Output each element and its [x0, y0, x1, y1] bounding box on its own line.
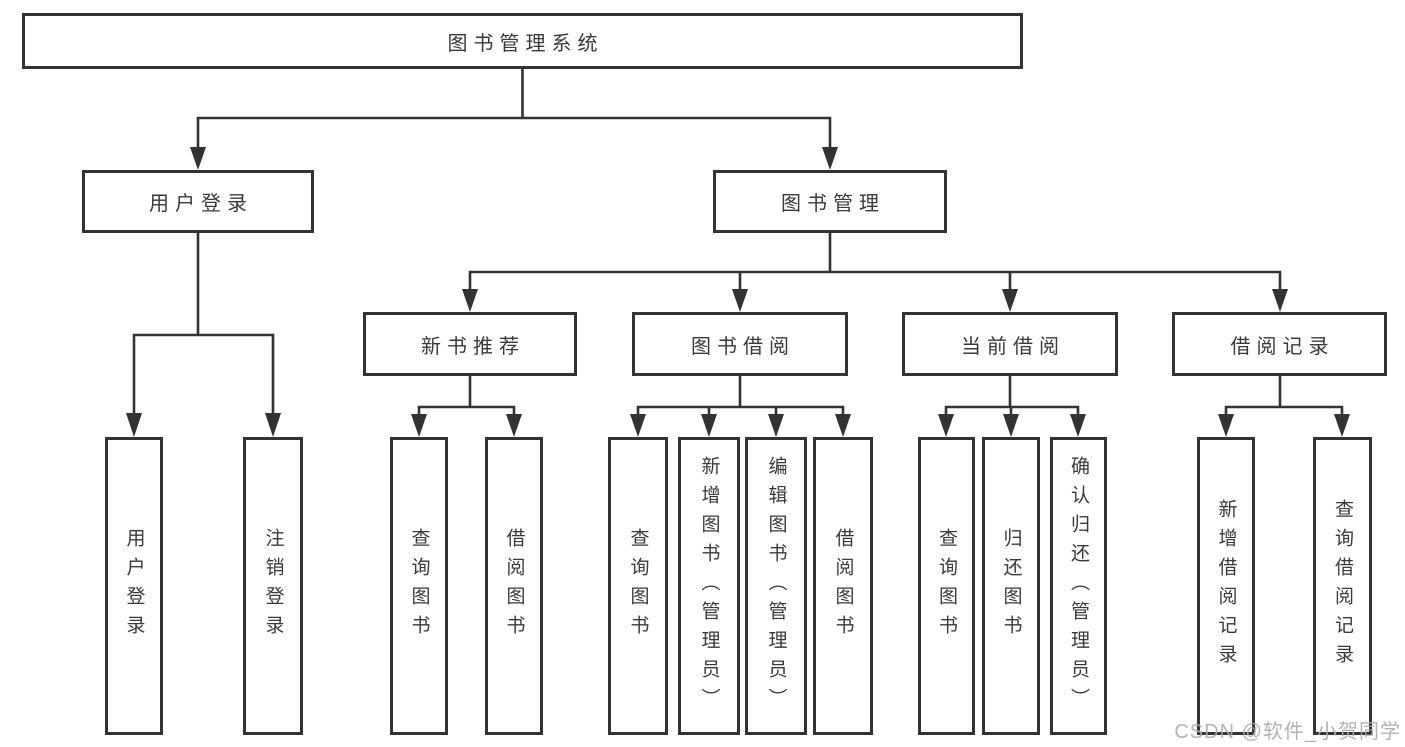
arrowhead-new-book — [462, 289, 478, 312]
leaf-query-borrow-record: 查询借阅记录 — [1313, 437, 1372, 735]
leaf-borrow-books: 借阅图书 — [813, 437, 873, 735]
node-label: 借阅记录 — [1230, 335, 1335, 358]
arrowhead-leaf-query-3 — [938, 414, 954, 437]
connector-book-borrow-branch — [636, 405, 845, 415]
node-user-login: 用户登录 — [82, 170, 314, 233]
arrowhead-leaf-add-record — [1218, 414, 1234, 437]
leaf-confirm-return-admin: 确认归还（管理员） — [1050, 437, 1107, 735]
leaf-query-books-recommend: 查询图书 — [390, 437, 448, 735]
connector-level3-branch — [468, 270, 1282, 290]
arrowhead-leaf-query-record — [1334, 414, 1350, 437]
arrowhead-leaf-query-2 — [630, 414, 646, 437]
arrowhead-leaf-borrow-1 — [506, 414, 522, 437]
leaf-return-books: 归还图书 — [982, 437, 1040, 735]
connector-user-login-branch — [132, 333, 275, 414]
node-label: 图书借阅 — [691, 335, 795, 358]
connector-new-book-branch — [417, 405, 516, 415]
arrowhead-leaf-confirm-return — [1070, 414, 1086, 437]
node-new-book-recommend: 新书推荐 — [363, 312, 577, 376]
node-label: 用户登录 — [149, 193, 253, 215]
connector-borrow-records-branch — [1224, 405, 1344, 415]
arrowhead-user-login — [190, 147, 206, 170]
arrowhead-book-management — [822, 147, 838, 170]
arrowhead-leaf-query-1 — [411, 414, 427, 437]
arrowhead-current-borrow — [1002, 289, 1018, 312]
node-library-management-system: 图书管理系统 — [22, 13, 1023, 69]
leaf-query-books-current: 查询图书 — [918, 437, 975, 735]
arrowhead-leaf-return-book — [1003, 414, 1019, 437]
node-label: 图书管理 — [781, 193, 885, 215]
arrowhead-leaf-login — [126, 413, 142, 437]
leaf-query-books-borrow: 查询图书 — [608, 437, 668, 735]
csdn-watermark: CSDN @软件_小贺同学 — [1174, 721, 1401, 743]
node-label: 新书推荐 — [421, 335, 525, 358]
node-current-borrow: 当前借阅 — [902, 312, 1118, 376]
arrowhead-leaf-edit-book — [768, 414, 784, 437]
leaf-edit-books-admin: 编辑图书（管理员） — [745, 437, 807, 735]
leaf-add-books-admin: 新增图书（管理员） — [678, 437, 740, 735]
arrowhead-leaf-borrow-2 — [835, 414, 851, 437]
node-label: 当前借阅 — [961, 335, 1065, 358]
arrowhead-borrow-records — [1272, 289, 1288, 312]
connector-root-branch — [196, 116, 832, 148]
leaf-borrow-books-recommend: 借阅图书 — [485, 437, 543, 735]
leaf-add-borrow-record: 新增借阅记录 — [1197, 437, 1255, 735]
node-book-borrow: 图书借阅 — [632, 312, 848, 376]
leaf-user-login: 用户登录 — [105, 437, 163, 735]
arrowhead-book-borrow — [732, 289, 748, 312]
node-label: 图书管理系统 — [447, 32, 604, 55]
arrowhead-leaf-logout — [265, 413, 281, 437]
node-borrow-records: 借阅记录 — [1172, 312, 1387, 376]
leaf-logout: 注销登录 — [243, 437, 303, 735]
arrowhead-leaf-add-book — [701, 414, 717, 437]
node-book-management: 图书管理 — [713, 170, 947, 233]
